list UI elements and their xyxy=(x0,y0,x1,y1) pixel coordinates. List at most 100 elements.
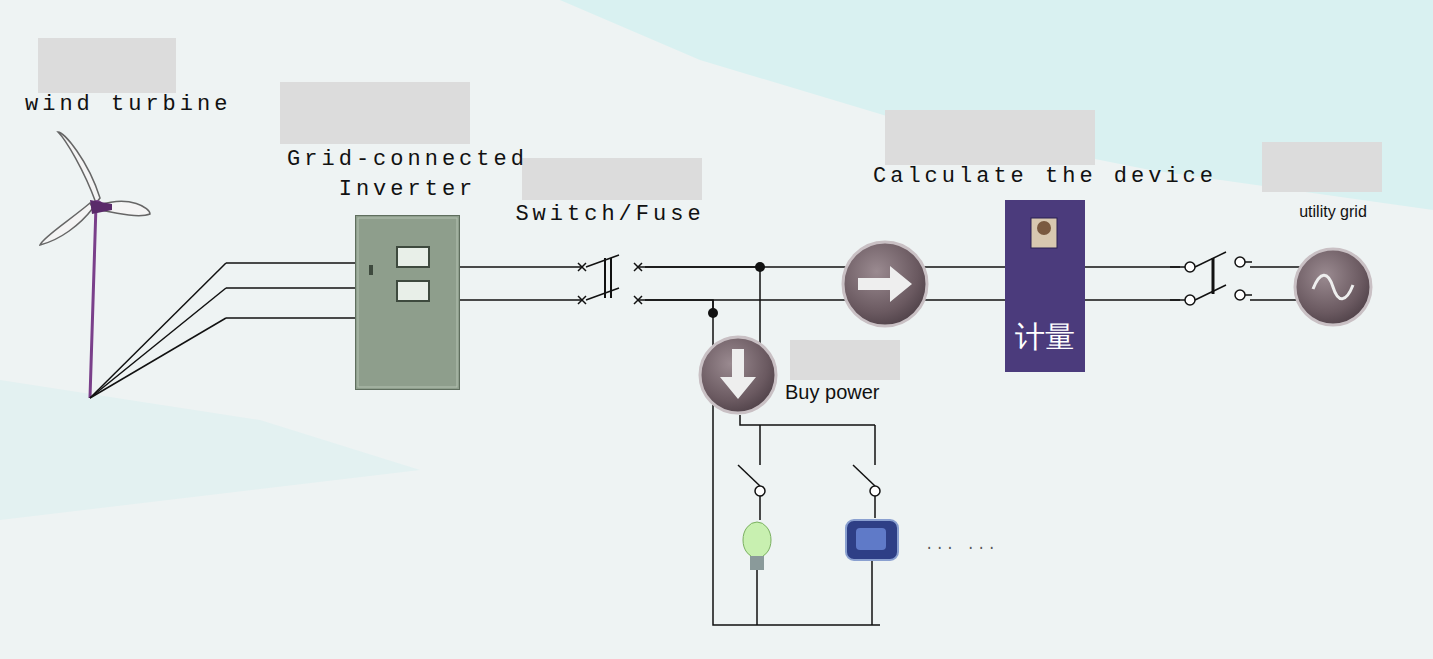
switch-link xyxy=(1212,258,1215,294)
buy-circle xyxy=(700,337,776,413)
turbine-blades xyxy=(40,132,150,245)
wire xyxy=(645,267,760,344)
node-label: Buy power xyxy=(785,381,880,404)
wire xyxy=(713,405,880,625)
node-label: Switch/Fuse xyxy=(515,200,704,230)
wire xyxy=(226,287,355,289)
switch-blade xyxy=(1195,285,1226,300)
label-patch xyxy=(790,340,900,380)
label-patch xyxy=(38,38,176,93)
buy-graphic xyxy=(698,335,778,415)
turbine-leads xyxy=(90,263,226,398)
switch-blade xyxy=(1195,252,1226,267)
wire xyxy=(712,300,714,313)
bulb-base xyxy=(750,556,764,570)
terminal xyxy=(1235,257,1245,267)
wire xyxy=(1245,294,1252,296)
contact-mark xyxy=(634,296,642,304)
blade xyxy=(58,132,100,203)
terminal xyxy=(1235,290,1245,300)
wire-connector xyxy=(645,267,760,346)
appliance-screen xyxy=(856,528,886,550)
terminal xyxy=(1185,295,1195,305)
label-patch xyxy=(522,158,702,200)
terminal xyxy=(755,486,765,496)
wire-connector xyxy=(460,267,575,300)
cabinet-edge xyxy=(358,218,457,387)
junction-dot xyxy=(755,262,765,272)
buy-power-circle: Buy power xyxy=(698,335,778,415)
turbine-tower xyxy=(90,205,96,398)
switch-blade xyxy=(853,465,875,486)
sell-direction-circle xyxy=(843,242,927,326)
wire-connector xyxy=(226,263,355,318)
cabinet-panel xyxy=(397,281,429,301)
wire xyxy=(90,288,226,398)
blade xyxy=(40,203,93,245)
wire xyxy=(645,300,713,346)
wind-turbine: wind turbine xyxy=(20,90,226,410)
cabinet-body xyxy=(355,215,460,390)
grid-switch xyxy=(1170,252,1252,305)
wire xyxy=(874,425,876,465)
wire xyxy=(740,415,875,425)
contact-mark xyxy=(634,263,642,271)
node-label: utility grid xyxy=(1299,203,1367,221)
wire xyxy=(226,262,355,264)
wire-connector xyxy=(645,267,1005,300)
wire xyxy=(460,299,575,301)
wire xyxy=(756,570,758,625)
wire xyxy=(759,496,761,520)
wire xyxy=(226,317,355,319)
grid-graphic xyxy=(1293,247,1373,327)
wire xyxy=(874,496,876,518)
switch-fuse: Switch/Fuse xyxy=(575,250,645,320)
contact-mark xyxy=(578,263,586,271)
node-text: 计量 xyxy=(1015,317,1075,358)
meter-icon xyxy=(1031,218,1057,248)
wire xyxy=(759,425,761,465)
switch-symbol xyxy=(575,255,645,304)
wire-gap xyxy=(1180,255,1250,313)
label-patch xyxy=(1262,142,1382,192)
wire xyxy=(90,263,226,398)
wire xyxy=(460,266,575,268)
node-label: Calculate the device xyxy=(873,162,1217,192)
node-label: wind turbine xyxy=(25,90,231,120)
switch-blade xyxy=(586,288,619,300)
switch-link xyxy=(605,258,611,298)
utility-grid-circle: utility grid xyxy=(1293,247,1373,327)
free-label: ... ... xyxy=(925,530,998,560)
switch-graphic xyxy=(575,250,645,320)
grid-circle xyxy=(1295,249,1371,325)
terminal xyxy=(1185,262,1195,272)
switch-blade xyxy=(738,465,760,486)
cabinet-handle xyxy=(369,265,373,275)
meter-box: Calculate the device计量 xyxy=(1005,200,1085,372)
ground-patch xyxy=(0,380,420,520)
buy-arrow xyxy=(720,349,756,399)
appliance xyxy=(846,520,898,560)
switch-blade xyxy=(586,255,619,267)
cabinet-graphic xyxy=(355,215,460,390)
node-label: Grid-connected Inverter xyxy=(273,145,543,205)
contact-mark xyxy=(578,296,586,304)
wire xyxy=(575,299,645,301)
ac-wave xyxy=(1313,275,1353,299)
load-circuit xyxy=(713,405,880,625)
inverter-cabinet: Grid-connected Inverter xyxy=(355,215,460,390)
wire xyxy=(1170,299,1185,301)
meter-body xyxy=(1005,200,1085,372)
wire xyxy=(1245,261,1252,263)
wire xyxy=(90,318,226,398)
label-patch xyxy=(280,82,470,144)
light-bulb xyxy=(743,522,771,558)
sell-arrow xyxy=(858,266,912,302)
wire xyxy=(871,560,873,625)
wire xyxy=(1170,266,1185,268)
nacelle xyxy=(90,200,112,214)
cabinet-panel xyxy=(397,247,429,267)
meter-icon-face xyxy=(1037,221,1051,235)
terminal xyxy=(870,486,880,496)
